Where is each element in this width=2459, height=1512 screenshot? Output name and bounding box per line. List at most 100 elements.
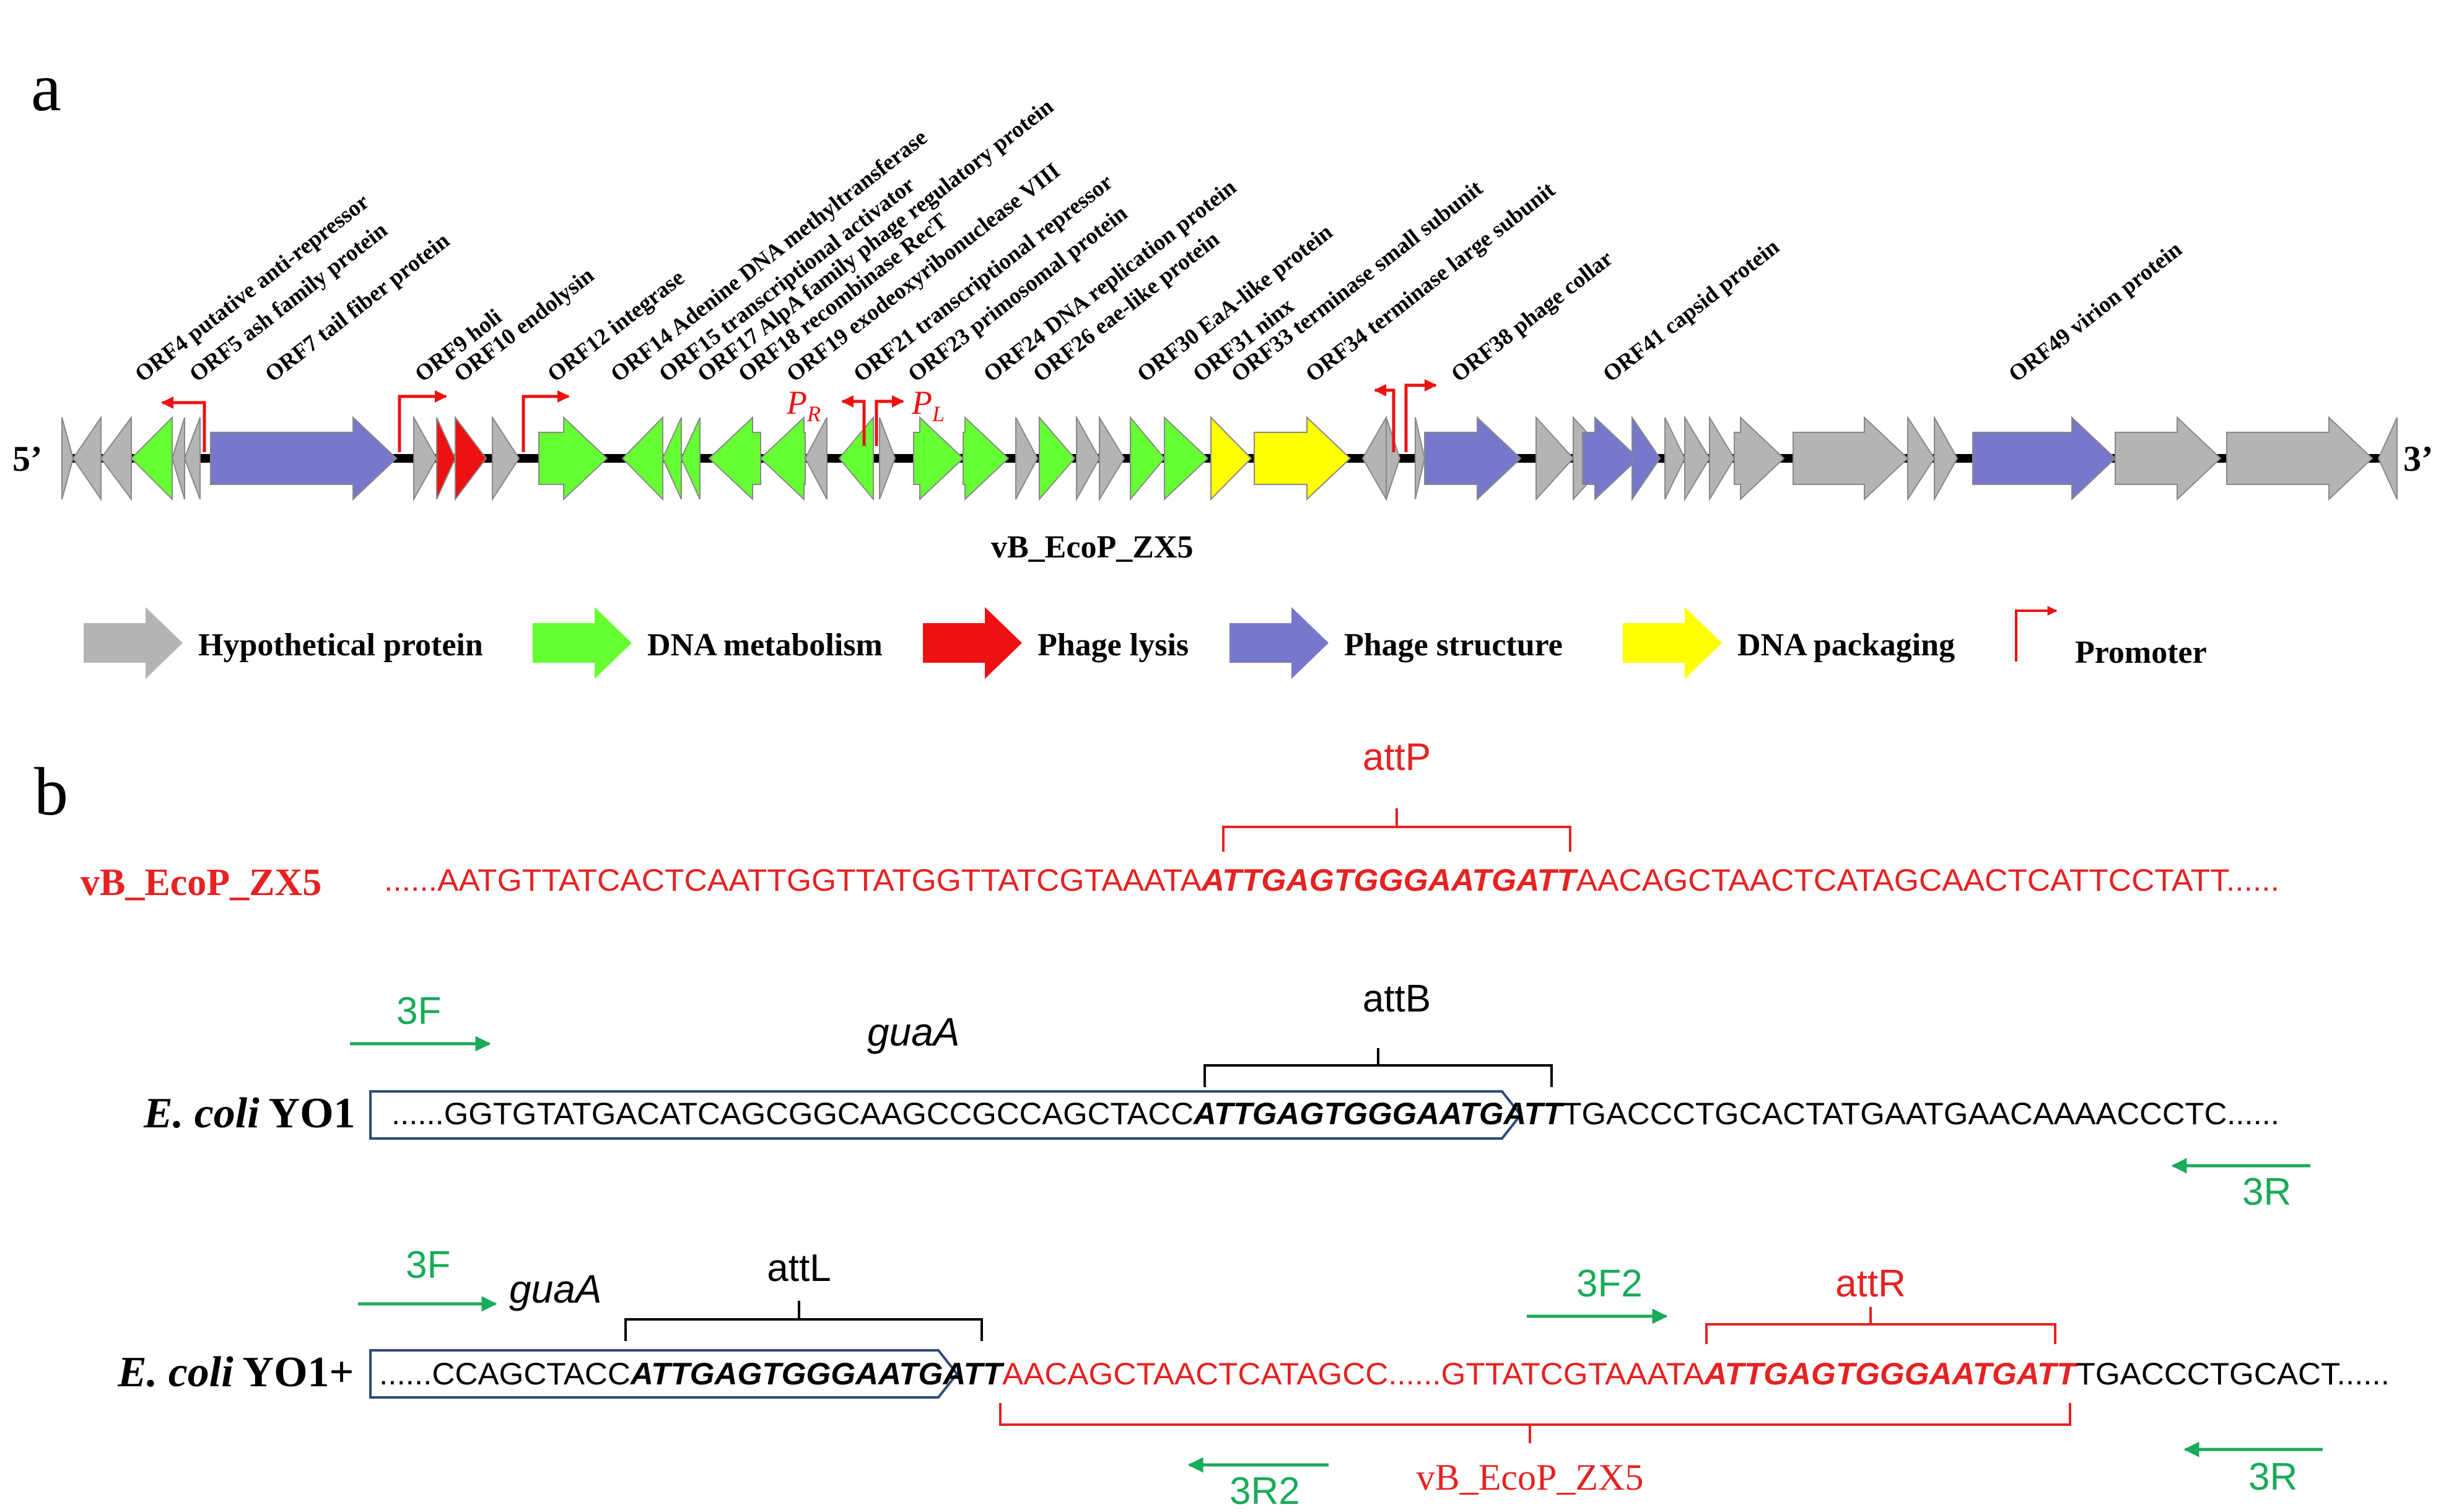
gene-arrow — [1972, 416, 2116, 501]
legend-label: Hypothetical protein — [198, 627, 483, 663]
attr-bracket — [1705, 1307, 2056, 1344]
gene-arrow — [1415, 417, 1426, 500]
gene-arrow — [804, 417, 828, 500]
phage-core-seq: ATTGAGTGGGAATGATT — [1200, 863, 1579, 898]
gene-map — [61, 415, 2398, 502]
guaa-label-2: guaA — [509, 1267, 601, 1311]
gene-arrow — [1582, 416, 1640, 501]
ecoli-row-name: E. coli YO1 — [143, 1090, 356, 1137]
attl-label: attL — [767, 1247, 831, 1290]
gene-arrow — [1386, 417, 1401, 500]
gene-arrow — [183, 417, 201, 500]
legend-label: Phage lysis — [1037, 627, 1189, 663]
panel-b-label: b — [34, 754, 68, 829]
phage-sequence: ......AATGTTATCACTCAATTGGTTATGGTTATCGTAA… — [384, 863, 2279, 898]
attr-label: attR — [1835, 1262, 1906, 1305]
gene-arrow — [538, 416, 608, 501]
gene-arrow — [100, 415, 132, 502]
attb-bracket — [1203, 1048, 1553, 1087]
gene-arrow — [662, 417, 682, 500]
legend-swatch — [1623, 607, 1722, 679]
guaa-gene-box-2 — [369, 1349, 959, 1399]
ecoli-core-seq: ATTGAGTGGGAATGATT — [1192, 1096, 1565, 1131]
promoter-icon — [522, 390, 570, 452]
legend-label: DNA packaging — [1737, 627, 1955, 663]
orf-label: ORF17 AlpA family phage regulatory prote… — [692, 94, 1059, 387]
gene-arrow — [1907, 415, 1936, 502]
gene-arrow — [2377, 417, 2398, 500]
guaa-gene-box-1 — [369, 1090, 1522, 1140]
gene-arrow — [492, 415, 520, 502]
pr-label: PR — [786, 384, 821, 426]
gene-arrow — [61, 417, 74, 500]
promoter-icon — [398, 390, 447, 452]
insert-bracket — [999, 1403, 2071, 1443]
gene-arrow — [1130, 416, 1166, 501]
attb-label: attB — [1363, 977, 1431, 1020]
legend-swatch — [923, 607, 1022, 679]
attp-bracket — [1222, 808, 1571, 852]
gene-arrow — [2115, 416, 2222, 501]
attr-core-seq: ATTGAGTGGGAATGATT — [1703, 1357, 2079, 1391]
gene-arrow — [436, 417, 456, 500]
gene-arrow — [963, 416, 1010, 501]
gene-arrow — [879, 417, 896, 500]
promoter-icon — [841, 395, 866, 446]
gene-arrow — [1631, 415, 1661, 502]
gene-arrow — [1076, 415, 1101, 502]
gene-arrow — [1664, 417, 1686, 500]
gene-arrow — [621, 416, 663, 501]
legend-swatch — [1230, 607, 1329, 679]
gene-arrow — [1535, 416, 1575, 501]
primer-3r-label: 3R — [2242, 1171, 2291, 1213]
orf-label: ORF41 capsid protein — [1598, 234, 1784, 387]
legend-swatch — [84, 607, 183, 679]
primer-3f-label: 3F — [396, 990, 441, 1033]
gene-arrow — [759, 416, 806, 501]
gene-arrow — [1709, 415, 1736, 502]
gene-arrow — [1934, 415, 1959, 502]
gene-arrow — [1210, 416, 1252, 501]
promoter-icon — [1374, 384, 1395, 452]
gene-arrow — [72, 415, 102, 502]
pl-label: PL — [911, 384, 945, 426]
gene-arrow — [455, 416, 487, 501]
ecoli-sequence: ......GGTGTATGACATCAGCGGCAAGCCGCCAGCTACC… — [391, 1096, 2279, 1131]
gene-arrow — [2226, 416, 2374, 501]
phage-row-name: vB_EcoP_ZX5 — [81, 862, 321, 904]
primer-3r2-label: 3R2 — [1230, 1470, 1300, 1512]
gene-arrow — [708, 416, 761, 501]
gene-arrow — [171, 417, 185, 500]
attp-label: attP — [1363, 736, 1431, 779]
legend: Hypothetical protein DNA metabolism Phage … — [84, 606, 2207, 679]
orf-label: ORF49 virion protein — [2004, 237, 2187, 387]
promoter-markers — [161, 379, 1437, 452]
orf-label: ORF4 putative anti-repressor — [130, 189, 373, 387]
primer-3f2-label: 3F2 — [1576, 1262, 1643, 1305]
gene-arrow — [1015, 417, 1039, 500]
promoter-icon — [875, 395, 904, 446]
legend-swatch — [533, 607, 632, 679]
gene-arrow — [1424, 416, 1522, 501]
gene-arrow — [1361, 415, 1387, 502]
legend-label: Phage structure — [1344, 627, 1563, 663]
panel-a-label: a — [31, 50, 61, 125]
genome-name: vB_EcoP_ZX5 — [991, 530, 1193, 565]
promoter-icon — [2015, 606, 2058, 662]
gene-arrow — [838, 416, 874, 501]
promoter-icon — [161, 396, 206, 452]
primer-3f-label-2: 3F — [406, 1244, 450, 1287]
five-prime-label: 5’ — [12, 439, 42, 479]
legend-label: Promoter — [2075, 635, 2207, 670]
gene-arrow — [1164, 416, 1209, 501]
gene-arrow — [1039, 416, 1076, 501]
insert-label: vB_EcoP_ZX5 — [1417, 1457, 1644, 1498]
gene-arrow — [913, 416, 964, 501]
legend-label: DNA metabolism — [647, 627, 883, 663]
three-prime-label: 3’ — [2403, 439, 2433, 479]
promoter-icon — [1404, 379, 1437, 452]
gene-arrow — [210, 416, 398, 501]
